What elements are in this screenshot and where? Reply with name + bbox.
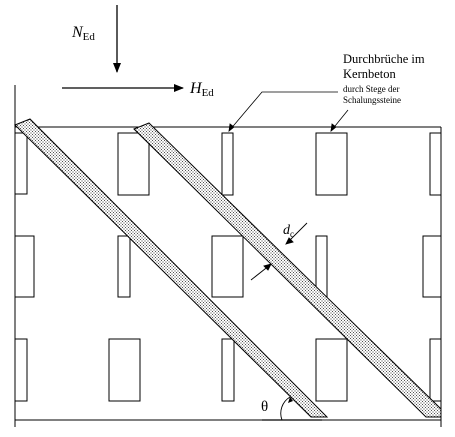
opening-r2-c3 [211,235,244,298]
annotation-line-2: Kernbeton [343,67,397,81]
angle-arc [280,396,291,421]
opening-r1-c4 [315,132,348,196]
angle-theta: θ [261,396,322,421]
annotation-line-4: Schalungssteine [343,95,401,105]
leader-lines [228,91,349,132]
opening-r1-c1 [14,132,28,195]
annotation: Durchbrüche im Kernbeton durch Stege der… [343,52,425,105]
annotation-line-1: Durchbrüche im [343,52,425,66]
opening-r1-c2 [117,132,150,196]
thickness-dimension: dc [250,222,308,281]
openings [14,132,442,402]
horizontal-load: HEd [62,80,214,99]
dc-label: dc [283,223,294,239]
leader-arrow-left [228,123,235,132]
strut-left [14,118,329,418]
h-ed-label: HEd [189,80,214,99]
opening-r3-c1 [14,338,28,402]
n-ed-label: NEd [71,24,95,43]
opening-r2-c1 [14,235,35,298]
opening-r1-c3 [221,132,234,196]
annotation-line-3: durch Stege der [343,84,399,94]
strut-right [133,122,442,418]
compression-struts [14,118,442,418]
opening-r3-c2 [108,338,141,402]
dimension-arrow-upper [285,237,294,245]
leader-arrow-right [330,123,337,132]
theta-label: θ [261,399,268,415]
opening-r1-c5 [429,132,442,196]
opening-r3-c5 [429,338,442,402]
dimension-arrow-lower [263,263,272,271]
leader-line-left [228,91,338,132]
opening-r2-c2 [117,235,131,298]
vertical-load: NEd [71,5,121,73]
opening-r2-c5 [422,235,442,298]
opening-r3-c4 [315,338,348,402]
angle-arc-arrow [288,397,293,403]
opening-r3-c3 [221,338,235,402]
